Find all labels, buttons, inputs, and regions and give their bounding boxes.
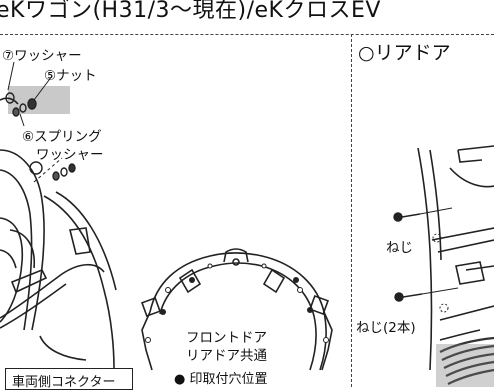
nut-label: ⑤ナット	[44, 68, 97, 84]
divider-vertical	[351, 34, 352, 387]
screw-icon	[393, 212, 423, 302]
washer-label: ⑦ワッシャー	[2, 48, 82, 64]
spring-washer-label-line1: ⑥スプリング	[22, 129, 102, 145]
spring-washer-label-line2: ワッシャー	[36, 147, 104, 163]
callout-line2: リアドア共通	[186, 348, 267, 364]
callout-line1: フロントドア	[186, 330, 267, 346]
screw-label: ねじ	[386, 240, 413, 256]
hardware-parts	[5, 92, 76, 181]
mounting-hole-markers	[160, 277, 313, 315]
rear-door-title: ○リアドア	[358, 42, 451, 64]
legend-marker-icon: ●	[174, 372, 186, 387]
vehicle-connector-label: 車両側コネクター	[12, 375, 116, 390]
door-speaker-housing	[0, 97, 117, 369]
divider-top	[0, 34, 494, 35]
legend-text: 印取付穴位置	[189, 372, 268, 387]
screw-2pcs-label: ねじ(2本)	[356, 320, 416, 336]
door-pocket	[439, 336, 494, 385]
rear-door-trim	[417, 145, 494, 371]
legend: ● 印取付穴位置	[174, 368, 268, 387]
page-title: eKワゴン(H31/3～現在)/eKクロスEV	[0, 0, 381, 23]
